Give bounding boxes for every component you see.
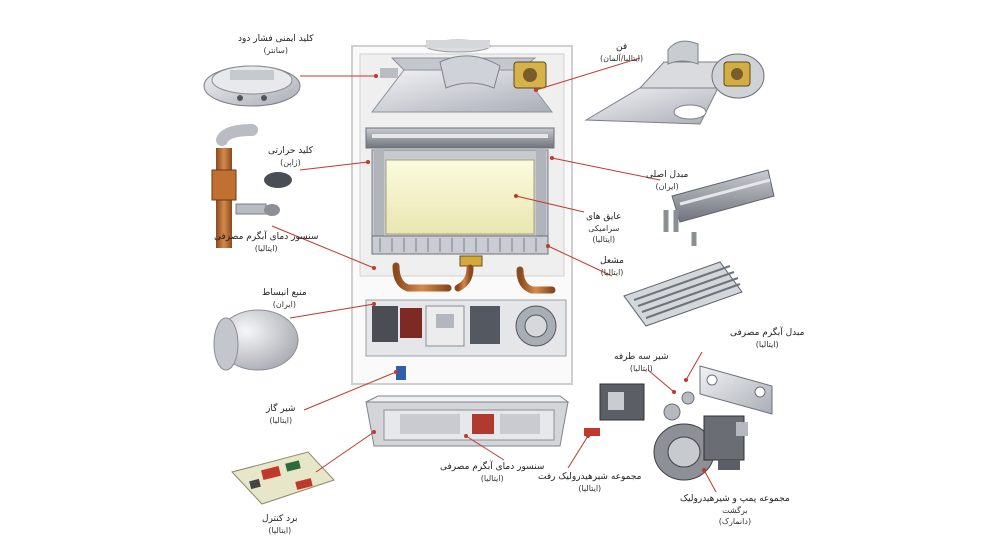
- label-pump-return-hydraulic: مجموعه پمپ و شیرهیدرولیک برگشت (دانمارک): [680, 494, 790, 527]
- leader-arrowheads: [366, 74, 706, 472]
- air-pressure-switch-part: [203, 65, 301, 107]
- label-supply-hydraulic: مجموعه شیرهیدرولیک رفت (ایتالیا): [538, 472, 642, 494]
- label-origin: (ایران): [655, 182, 679, 191]
- fan-part: [584, 40, 765, 125]
- inner-burner: [371, 235, 549, 267]
- label-name: سنسور دمای آبگرم مصرفی: [214, 232, 319, 242]
- label-origin: (ژاپن): [280, 158, 301, 167]
- label-origin: (ایتالیا): [268, 526, 292, 535]
- label-name: کلید حرارتی: [268, 146, 313, 156]
- inner-fan-hood: [370, 55, 554, 113]
- label-origin: (دانمارک): [718, 517, 752, 526]
- thermal-switch-part: [211, 124, 292, 248]
- label-dhw-temp-sensor-top: سنسور دمای آبگرم مصرفی (ایتالیا): [214, 232, 318, 254]
- label-primary-exchanger: مبدل اصلی (ایران): [646, 170, 688, 192]
- inner-primary-exchanger: [365, 127, 555, 149]
- label-fan: فن (ایتالیا/آلمان): [600, 42, 643, 64]
- label-name: مجموعه شیرهیدرولیک رفت: [538, 472, 642, 482]
- label-name: منبع انبساط: [262, 288, 307, 298]
- dhw-exchanger-part: [681, 365, 773, 415]
- label-origin: (ایتالیا/آلمان): [600, 54, 644, 63]
- primary-exchanger-part: [663, 169, 775, 246]
- label-origin: (ایتالیا): [269, 416, 293, 425]
- label-origin: (ایتالیا): [600, 268, 624, 277]
- label-name: عایق های: [586, 212, 622, 222]
- inner-hydraulic-group: [365, 299, 567, 380]
- label-dhw-temp-sensor-bottom: سنسور دمای آبگرم مصرفی (ایتالیا): [440, 462, 544, 484]
- label-name: برد کنترل: [262, 514, 298, 524]
- label-dhw-exchanger: مبدل آبگرم مصرفی (ایتالیا): [730, 328, 804, 350]
- label-origin: (ایتالیا): [254, 244, 278, 253]
- label-origin: (ایتالیا): [755, 340, 779, 349]
- label-origin: (ایتالیا): [480, 474, 504, 483]
- label-name: مبدل آبگرم مصرفی: [730, 328, 805, 338]
- pump-part: [653, 415, 748, 481]
- label-origin: (ایران): [272, 300, 296, 309]
- label-name: شیر گاز: [266, 404, 296, 414]
- label-name: مجموعه پمپ و شیرهیدرولیک: [680, 494, 790, 504]
- label-thermal-switch: کلید حرارتی (ژاپن): [268, 146, 313, 168]
- label-origin: (ایتالیا): [578, 484, 602, 493]
- label-origin: (ایتالیا): [592, 235, 616, 244]
- label-name: سنسور دمای آبگرم مصرفی: [440, 462, 545, 472]
- label-name: مبدل اصلی: [646, 170, 689, 180]
- label-air-pressure-switch: کلید ایمنی فشار دود (سانتر): [238, 34, 314, 56]
- label-name: فن: [615, 42, 628, 52]
- label-name: مشعل: [600, 256, 625, 266]
- label-line2: سرامیکی: [588, 224, 620, 233]
- leader-lines: [271, 57, 717, 493]
- inner-control-box: [365, 395, 570, 447]
- label-three-way-valve: شیر سه طرفه (ایتالیا): [614, 352, 669, 374]
- expansion-tank-part: [213, 309, 299, 371]
- label-expansion-tank: منبع انبساط (ایران): [262, 288, 307, 310]
- label-origin: (ایتالیا): [629, 364, 653, 373]
- label-burner: مشعل (ایتالیا): [600, 256, 624, 278]
- burner-part: [623, 261, 743, 327]
- combustion-chamber: [371, 149, 549, 247]
- label-control-board: برد کنترل (ایتالیا): [262, 514, 298, 536]
- label-origin: (سانتر): [263, 46, 288, 55]
- control-board-part: [231, 451, 335, 505]
- label-ceramic-insulation: عایق های سرامیکی (ایتالیا): [586, 212, 622, 245]
- label-line2: برگشت: [722, 506, 748, 515]
- three-way-valve-part: [584, 383, 681, 436]
- label-gas-valve: شیر گاز (ایتالیا): [266, 404, 295, 426]
- label-name: شیر سه طرفه: [614, 352, 669, 362]
- label-name: کلید ایمنی فشار دود: [238, 34, 314, 44]
